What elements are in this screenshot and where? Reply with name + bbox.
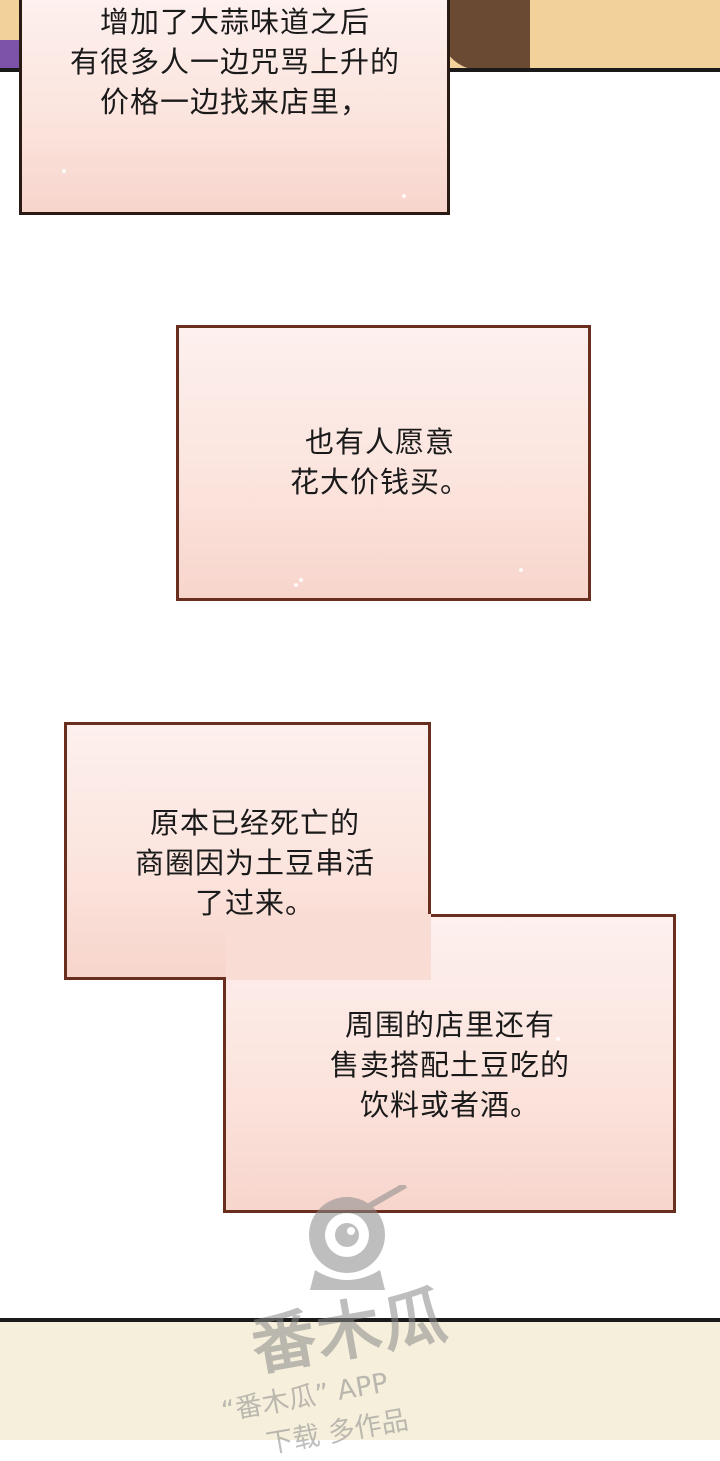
caption-box-3: [64, 722, 431, 980]
panel-art-fragment: [0, 40, 22, 68]
caption-text-2: 也有人愿意 花大价钱买。: [289, 425, 470, 499]
panel-art-shape: [440, 0, 530, 70]
caption-box-1: [19, 0, 450, 215]
caption-box-merge: [226, 914, 431, 980]
caption-text-1: 增加了大蒜味道之后 有很多人一边咒骂上升的 价格一边找来店里，: [69, 5, 400, 119]
caption-box-3-edge: [428, 725, 431, 914]
bottom-comic-panel: [0, 1318, 720, 1440]
caption-text-3: 原本已经死亡的 商圈因为土豆串活 了过来。: [134, 806, 375, 920]
caption-text-4: 周围的店里还有 售卖搭配土豆吃的 饮料或者酒。: [329, 1008, 570, 1122]
caption-box-2: [176, 325, 591, 601]
